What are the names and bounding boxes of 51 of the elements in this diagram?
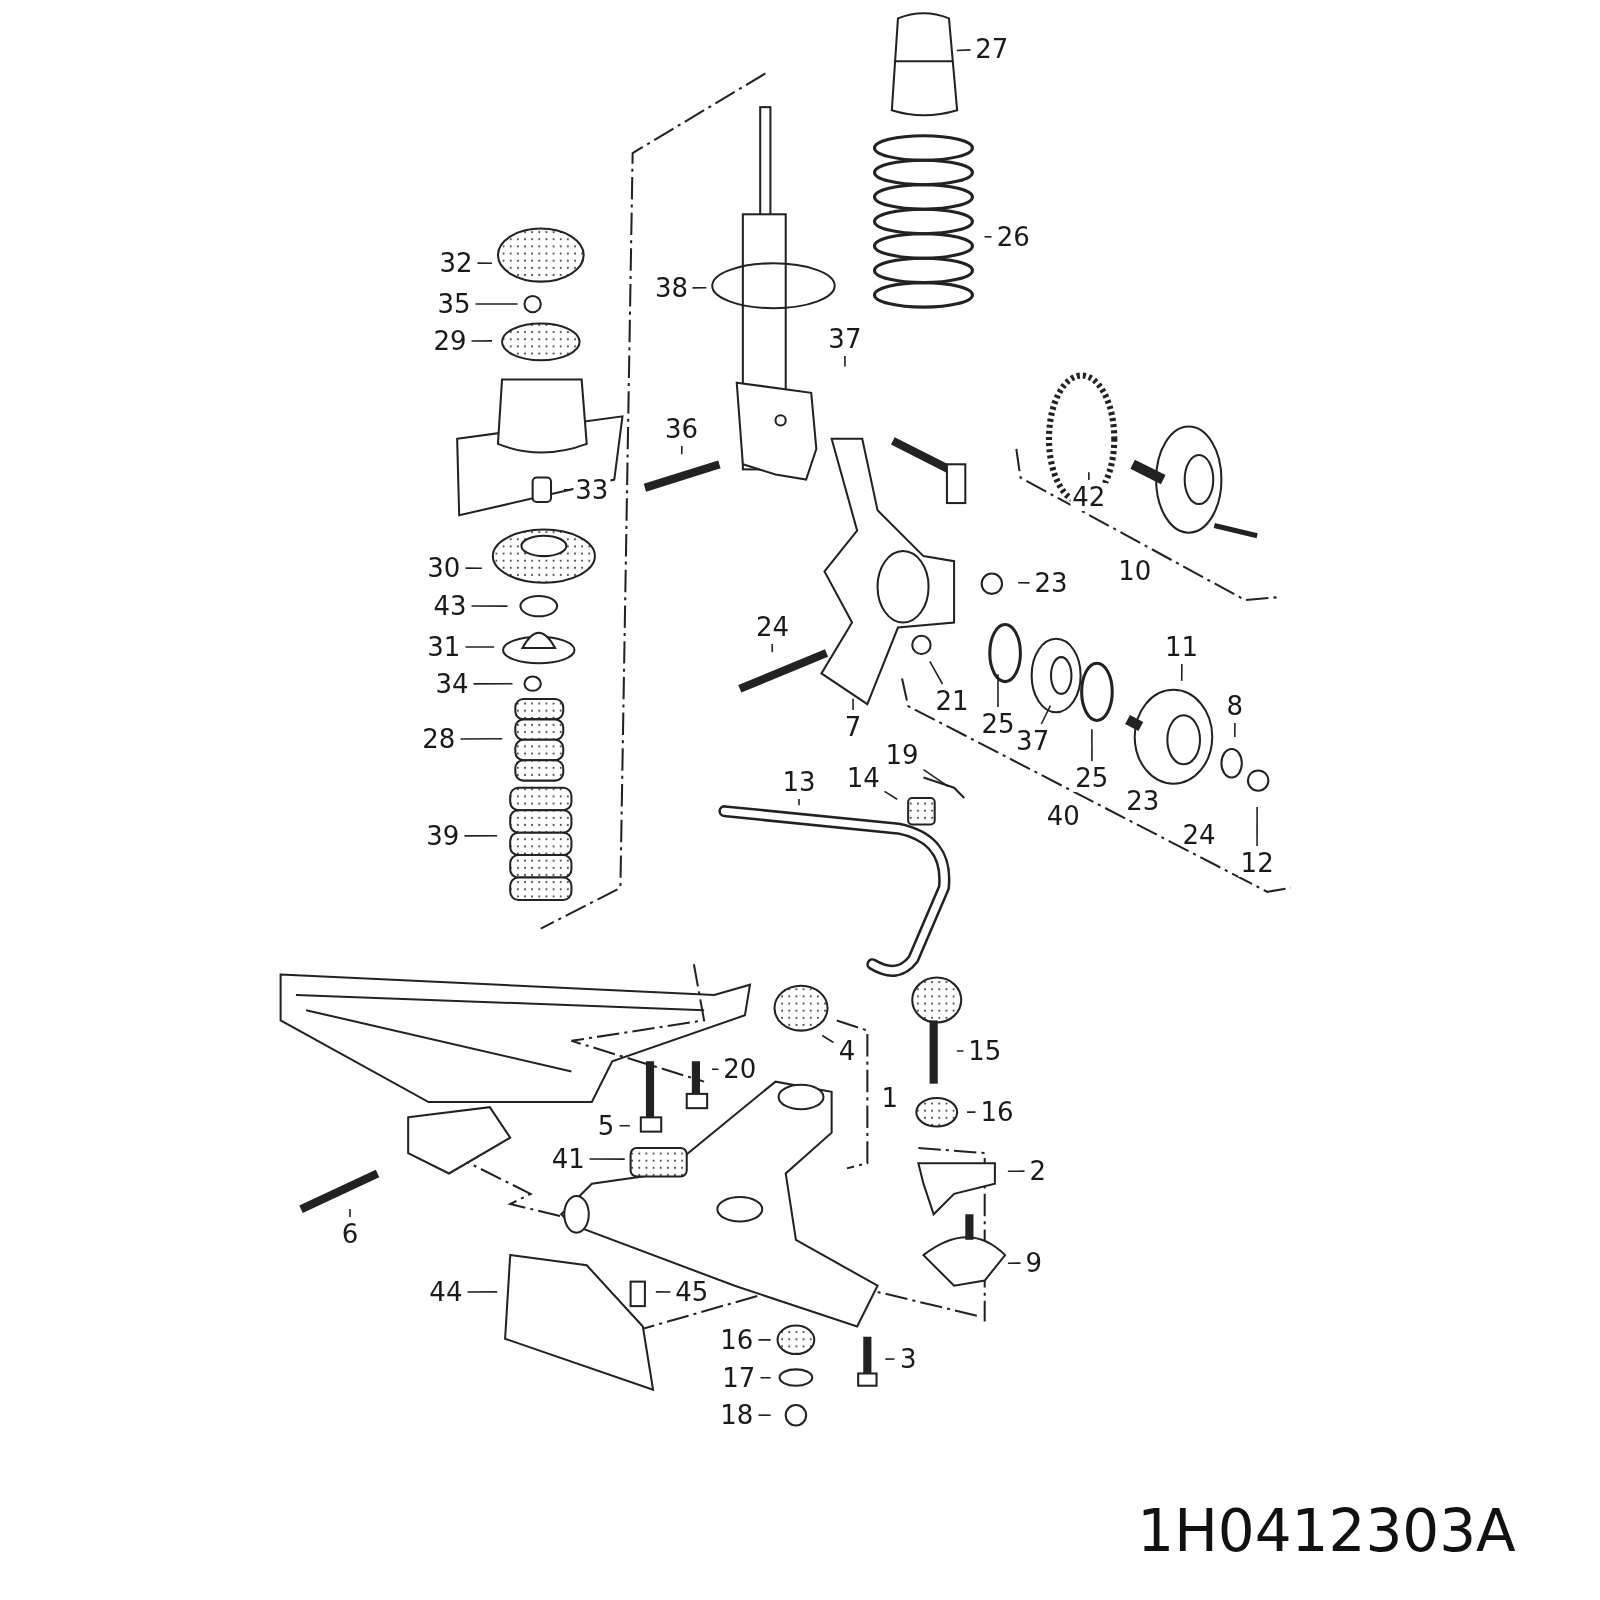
leader-line xyxy=(470,605,509,607)
callout-number: 23 xyxy=(1126,788,1160,814)
leader-line xyxy=(466,1291,498,1293)
leader-line xyxy=(821,1034,835,1044)
part-number: 1H0412303A xyxy=(1137,1501,1516,1560)
leader-line xyxy=(655,1291,672,1293)
leader-line xyxy=(691,287,708,289)
leader-line xyxy=(852,697,854,711)
leader-line xyxy=(464,646,495,648)
leader-line xyxy=(1180,663,1183,682)
leader-line xyxy=(711,1068,720,1071)
leader-line xyxy=(1091,728,1093,762)
leader-line xyxy=(474,303,519,305)
callout-number: 24 xyxy=(1182,821,1216,848)
leader-line xyxy=(349,1208,351,1218)
leader-line xyxy=(1256,806,1258,847)
leader-line xyxy=(563,489,572,491)
leader-line xyxy=(1007,1262,1022,1264)
leader-line xyxy=(983,236,993,238)
leader-line xyxy=(680,445,683,456)
leader-line xyxy=(997,673,999,708)
leader-line xyxy=(1007,1170,1026,1173)
leader-line xyxy=(588,1158,626,1160)
leader-line xyxy=(922,768,950,788)
leader-line xyxy=(798,798,800,807)
leader-line xyxy=(470,340,493,342)
leader-line xyxy=(1017,581,1031,584)
callout-number: 10 xyxy=(1118,558,1152,585)
callout-number: 42 xyxy=(1070,482,1108,511)
leader-line xyxy=(1040,704,1052,725)
leader-line xyxy=(757,1339,772,1341)
leader-line xyxy=(956,1050,965,1052)
leader-line xyxy=(476,262,493,264)
leader-line xyxy=(956,49,972,52)
leader-line xyxy=(1088,471,1090,481)
leader-line xyxy=(472,682,514,685)
callout-number: 1 xyxy=(881,1084,899,1111)
leader-line xyxy=(929,660,944,685)
leader-line xyxy=(464,567,483,570)
callout-number: 40 xyxy=(1046,803,1080,830)
leader-line xyxy=(844,355,846,368)
leader-line xyxy=(966,1111,977,1113)
leader-line xyxy=(884,1358,896,1360)
leader-line xyxy=(459,738,504,740)
leader-line xyxy=(771,643,774,654)
leader-line xyxy=(618,1124,631,1127)
leader-line xyxy=(463,834,498,837)
leader-line xyxy=(757,1414,772,1416)
leader-line xyxy=(1234,722,1236,738)
leader-line xyxy=(759,1376,772,1379)
leader-line xyxy=(883,790,898,801)
